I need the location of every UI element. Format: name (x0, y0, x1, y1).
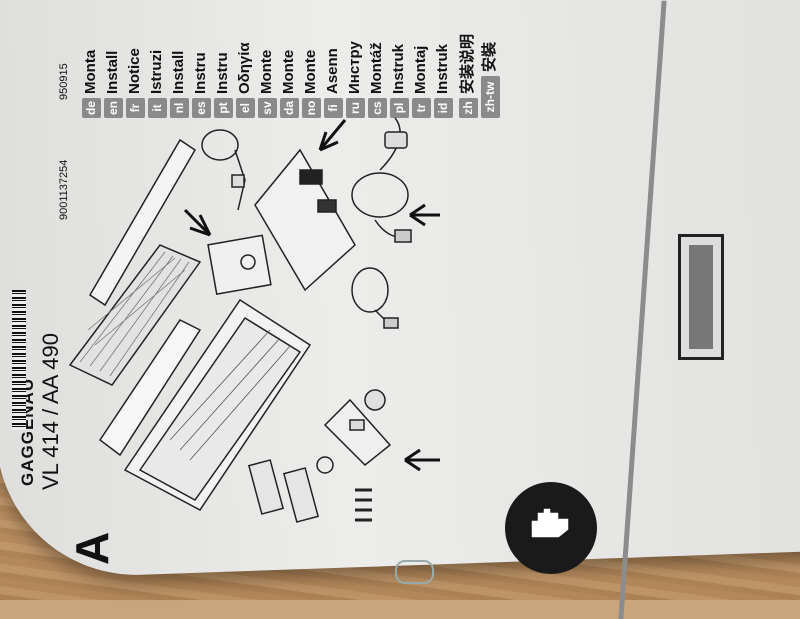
top-connector (231, 174, 245, 188)
arrow-cable (409, 203, 440, 227)
bracket-tab (349, 419, 365, 431)
top-cable-coil (201, 129, 239, 161)
plug (384, 131, 408, 149)
cable-coil (351, 172, 409, 218)
section-letter: A (66, 531, 118, 565)
arrow-control-unit (318, 119, 347, 152)
control-switch-2 (317, 199, 337, 213)
housing-slats (169, 329, 291, 461)
arrow-motor (183, 208, 212, 237)
bracket-knob (364, 389, 386, 411)
top-cable-lead (234, 149, 246, 211)
filter-mesh (79, 251, 190, 377)
cover-strip (88, 138, 197, 307)
motor-dial (240, 254, 256, 270)
window-slot-diagram (678, 234, 724, 360)
grease-filter (68, 244, 202, 386)
housing-front (138, 316, 302, 501)
parts-illustration (68, 117, 440, 523)
small-cable-coil (351, 267, 389, 313)
mounting-bracket (323, 398, 392, 467)
control-switch (299, 169, 323, 185)
protective-glove-icon (505, 482, 597, 574)
small-connector (383, 317, 399, 329)
motor-box (207, 234, 272, 296)
screws (355, 488, 372, 522)
bottom-panel (98, 319, 202, 457)
paper-clip (395, 560, 434, 584)
clip-2 (282, 467, 320, 523)
arrow-bracket (404, 448, 440, 472)
connector (394, 229, 412, 243)
control-unit (254, 148, 356, 292)
clip-1 (247, 459, 285, 515)
nut (316, 456, 334, 474)
barcode (12, 290, 26, 430)
